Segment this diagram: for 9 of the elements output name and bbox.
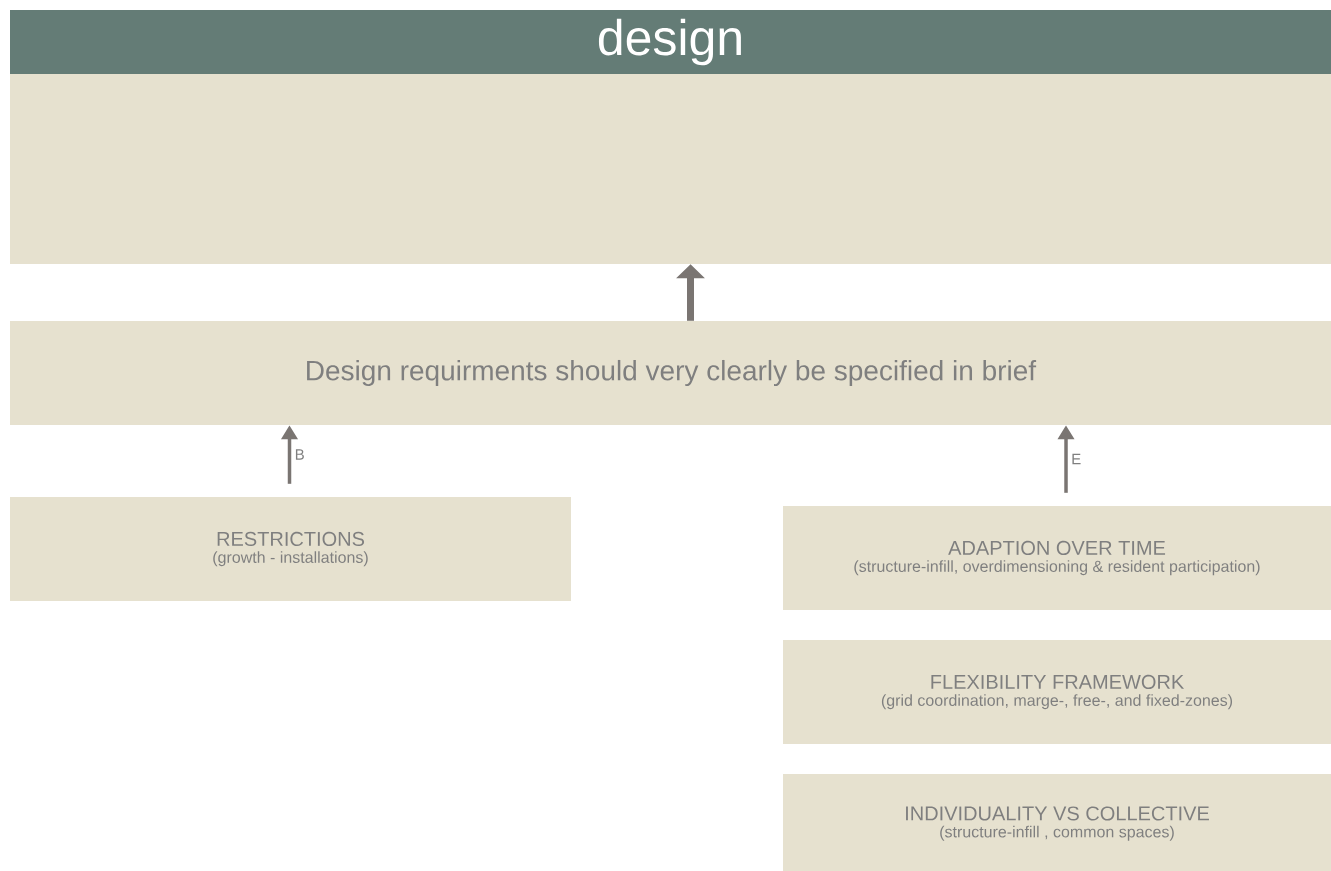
edge-label: B	[295, 449, 304, 460]
category-box: INDIVIDUALITY VS COLLECTIVE (structure-infill , common spaces)	[783, 774, 1331, 871]
category-box: ADAPTION OVER TIME (structure-infill, overdimensioning & resident participation)	[783, 506, 1331, 610]
header-band: design	[10, 10, 1331, 74]
category-box: RESTRICTIONS (growth - installations)	[10, 497, 571, 601]
statement-box: Design requirments should very clearly be specified in brief	[10, 321, 1331, 425]
category-box: FLEXIBILITY FRAMEWORK (grid coordination, marge-, free-, and fixed-zones)	[783, 640, 1331, 744]
edge-label: E	[1072, 453, 1081, 465]
titled-panel	[10, 10, 1331, 264]
